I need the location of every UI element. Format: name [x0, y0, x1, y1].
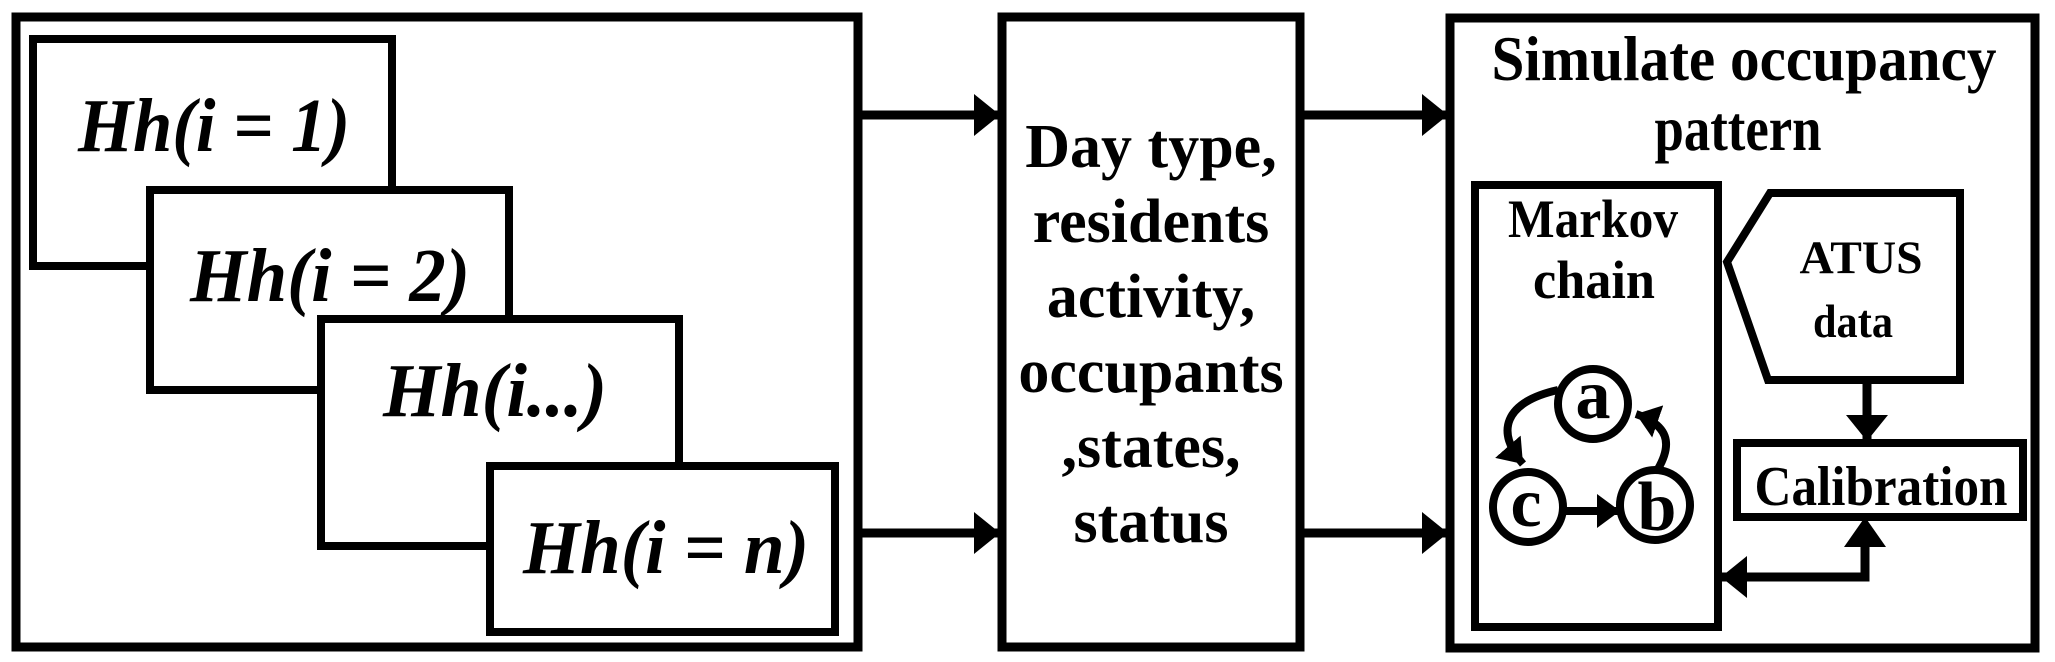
household-box-2-label: Hh(i = 2)	[189, 234, 470, 318]
calibration-box	[1733, 439, 2027, 521]
attributes-line-2: residents	[1033, 188, 1270, 256]
markov-state-b-circle	[1616, 466, 1694, 544]
calibration-label: Calibration	[1755, 456, 2008, 518]
markov-state-a-circle	[1554, 365, 1632, 443]
feedback-connector-calibration-markov	[1721, 545, 1870, 598]
attributes-line-6: status	[1073, 488, 1228, 556]
markov-state-c-circle	[1489, 468, 1567, 546]
attributes-line-5: ,states,	[1061, 413, 1240, 481]
markov-arrow-a-to-c	[1495, 386, 1559, 467]
markov-label-line-2: chain	[1533, 250, 1655, 310]
attributes-line-4: occupants	[1018, 338, 1283, 406]
simulate-title-line-1: Simulate occupancy	[1492, 23, 1997, 94]
atus-label-line-2: data	[1813, 296, 1893, 348]
atus-label-line-1: ATUS	[1800, 232, 1923, 284]
attributes-line-3: activity,	[1047, 263, 1255, 331]
markov-state-b-label: b	[1638, 469, 1677, 546]
household-box-4	[486, 462, 839, 636]
household-box-4-label: Hh(i = n)	[522, 506, 809, 590]
household-box-3-label: Hh(i...)	[382, 349, 607, 433]
atus-data-pentagon	[1722, 189, 1964, 384]
attributes-box	[997, 12, 1305, 652]
markov-arrow-b-to-a	[1634, 405, 1670, 471]
attributes-line-1: Day type,	[1025, 113, 1276, 181]
markov-state-a-label: a	[1576, 357, 1611, 434]
markov-state-c-label: c	[1510, 465, 1541, 542]
feedback-arrowhead-up	[1844, 517, 1886, 547]
household-box-1-label: Hh(i = 1)	[77, 84, 350, 168]
simulate-title-line-2: pattern	[1655, 93, 1822, 164]
markov-label-line-1: Markov	[1508, 189, 1678, 249]
